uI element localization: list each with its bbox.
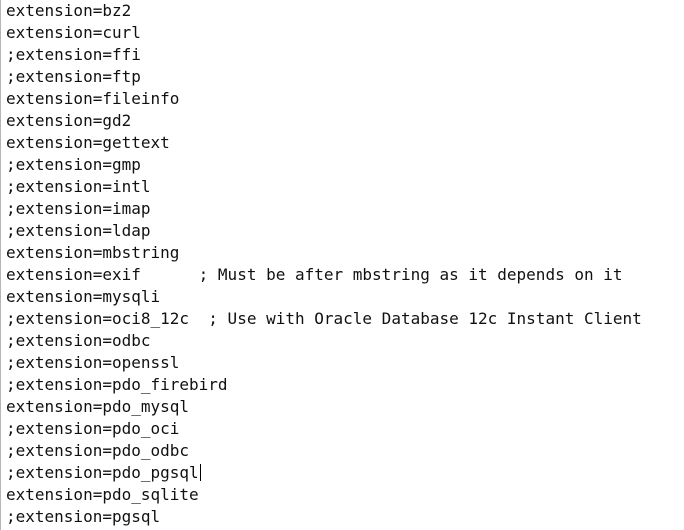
code-line-extension-oci8[interactable]: ;extension=oci8_12c ; Use with Oracle Da… (6, 309, 642, 328)
code-line-extension-openssl[interactable]: ;extension=openssl (6, 353, 180, 372)
code-line-extension-pdo-firebird[interactable]: ;extension=pdo_firebird (6, 375, 228, 394)
code-line-extension-pdo-mysql[interactable]: extension=pdo_mysql (6, 397, 190, 416)
code-line-extension-ffi[interactable]: ;extension=ffi (6, 45, 141, 64)
code-line-extension-ftp[interactable]: ;extension=ftp (6, 67, 141, 86)
code-line-extension-ldap[interactable]: ;extension=ldap (6, 221, 151, 240)
code-line-extension-pdo-oci[interactable]: ;extension=pdo_oci (6, 419, 180, 438)
code-line-extension-curl[interactable]: extension=curl (6, 23, 141, 42)
code-line-extension-pdo-pgsql[interactable]: ;extension=pdo_pgsql (6, 462, 682, 484)
code-line-extension-gmp[interactable]: ;extension=gmp (6, 155, 141, 174)
code-line-extension-intl[interactable]: ;extension=intl (6, 177, 151, 196)
code-line-extension-mysqli[interactable]: extension=mysqli (6, 287, 161, 306)
code-line-extension-bz2[interactable]: extension=bz2 (6, 1, 132, 20)
code-line-extension-pdo-odbc[interactable]: ;extension=pdo_odbc (6, 441, 190, 460)
text-area[interactable]: extension=bz2 extension=curl ;extension=… (6, 0, 682, 530)
code-line-extension-exif[interactable]: extension=exif ; Must be after mbstring … (6, 265, 623, 284)
code-line-extension-gd2[interactable]: extension=gd2 (6, 111, 132, 130)
code-line-extension-gettext[interactable]: extension=gettext (6, 133, 170, 152)
code-line-text: ;extension=pdo_pgsql (6, 463, 199, 482)
text-caret (199, 464, 201, 481)
code-line-extension-imap[interactable]: ;extension=imap (6, 199, 151, 218)
code-line-extension-pgsql[interactable]: ;extension=pgsql (6, 507, 161, 526)
code-line-extension-odbc[interactable]: ;extension=odbc (6, 331, 151, 350)
code-line-extension-pdo-sqlite[interactable]: extension=pdo_sqlite (6, 485, 199, 504)
code-line-extension-mbstring[interactable]: extension=mbstring (6, 243, 180, 262)
code-line-extension-fileinfo[interactable]: extension=fileinfo (6, 89, 180, 108)
